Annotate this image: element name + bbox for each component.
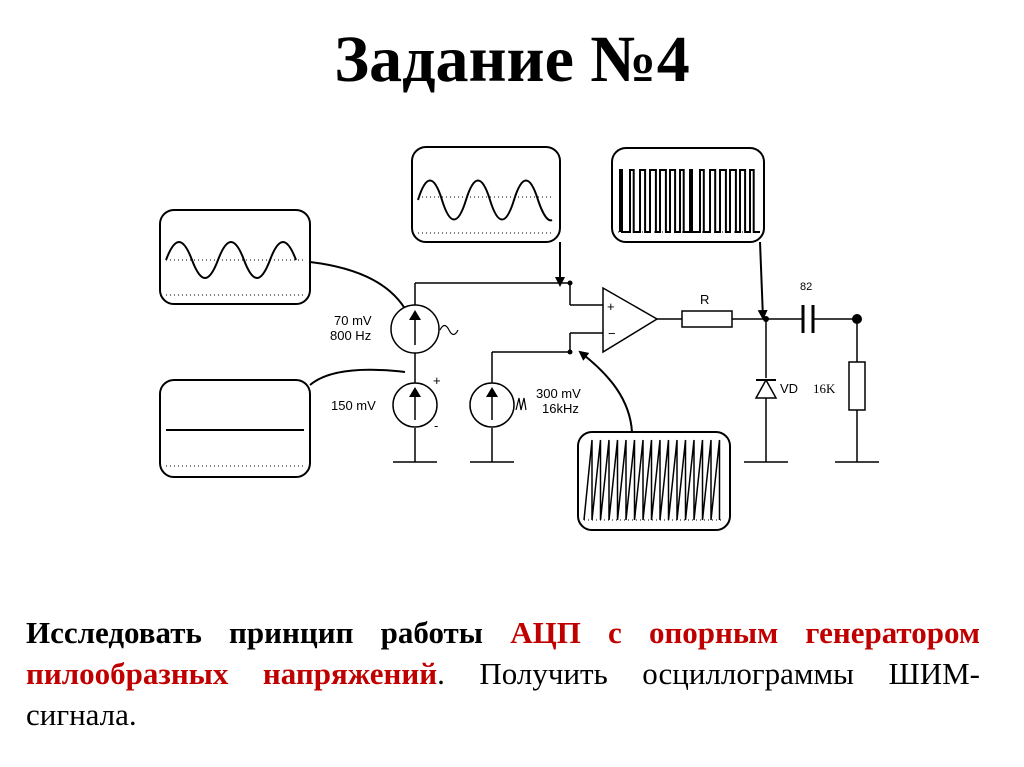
dc-voltage-source [392,382,438,428]
diode-label: VD [780,381,798,396]
junction-node [567,349,573,355]
pwm-waveform [619,169,760,233]
sine-waveform-1 [165,241,297,279]
oscilloscope-pwm-output [611,147,765,243]
caption-highlight: АЦП с опорным генератором пилообразных н… [26,615,980,691]
sawtooth-frequency-label: 16kHz [542,401,579,416]
svg-text:−: − [608,326,616,341]
caption-part-1: Исследовать принцип работы [26,615,511,650]
tilde-icon [439,324,459,336]
oscilloscope-dc-level [159,379,311,478]
diode-vd [754,378,778,399]
sine-frequency-label: 800 Hz [330,328,371,343]
dc-voltage-label: 150 mV [331,398,376,413]
sawtooth-icon [515,397,527,411]
sine-waveform-2 [417,179,553,222]
sine-voltage-source [390,304,459,354]
oscilloscope-summed-sine [411,146,561,243]
dc-source-plus: + [433,373,441,388]
task-description: Исследовать принцип работы АЦП с опорным… [26,612,980,735]
junction-node [763,316,769,322]
probe-wires [309,241,768,433]
capacitor-label: 82 [800,281,812,293]
page-title: Задание №4 [334,23,690,96]
sawtooth-amplitude-label: 300 mV [536,386,581,401]
capacitor [801,305,815,333]
sawtooth-voltage-source [469,382,527,428]
oscilloscope-sine-input [159,209,311,305]
svg-text:+: + [607,299,615,314]
load-resistor [848,361,866,411]
oscilloscope-sawtooth [577,431,731,531]
caption-part-3: . Получить осциллограммы ШИМ-сигнала. [26,656,980,732]
op-amp-comparator: + − [602,286,659,354]
junction-node [567,280,573,286]
sawtooth-waveform [583,439,721,521]
dc-source-minus: - [434,418,438,433]
load-resistor-label: 16K [813,381,836,396]
resistor-r-label: R [700,292,709,307]
junction-node [852,314,862,324]
resistor-r [681,310,733,328]
sine-amplitude-label: 70 mV [334,313,372,328]
